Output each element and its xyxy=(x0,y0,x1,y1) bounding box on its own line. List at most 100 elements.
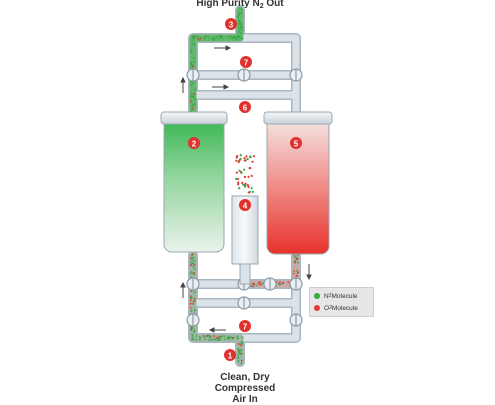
n2-molecule-dot xyxy=(231,337,234,340)
n2-molecule-icon xyxy=(314,293,320,299)
n2-molecule-dot xyxy=(190,50,193,53)
n2-molecule-dot xyxy=(192,42,195,45)
o2-molecule-dot xyxy=(237,177,240,181)
valve-icon xyxy=(186,313,200,327)
o2-molecule-dot xyxy=(244,183,247,186)
n2-molecule-dot xyxy=(194,89,196,91)
n2-molecule-dot xyxy=(191,335,194,337)
n2-molecule-dot xyxy=(190,100,193,103)
o2-molecule-dot xyxy=(199,37,202,40)
legend-o2-prefix: O xyxy=(324,304,330,312)
outlet-label-suffix: Out xyxy=(263,0,284,9)
n2-molecule-dot xyxy=(213,338,215,341)
n2-molecule-dot xyxy=(190,326,193,329)
n2-molecule-dot xyxy=(240,171,243,174)
o2-molecule-dot xyxy=(295,275,298,277)
n2-molecule-dot xyxy=(250,187,253,190)
o2-molecule-dot xyxy=(189,299,192,302)
n2-molecule-dot xyxy=(195,335,198,337)
valve-icon xyxy=(289,277,303,291)
n2-molecule-dot xyxy=(191,83,194,85)
marker-2: 2 xyxy=(188,137,200,149)
n2-molecule-dot xyxy=(191,108,194,111)
marker-7-bottom: 7 xyxy=(239,320,251,332)
n2-molecule-dot xyxy=(295,256,297,259)
n2-molecule-dot xyxy=(193,60,196,63)
n2-molecule-dot xyxy=(189,96,192,99)
n2-molecule-dot xyxy=(240,362,243,365)
n2-molecule-dot xyxy=(237,357,240,360)
o2-molecule-dot xyxy=(193,297,196,300)
o2-molecule-dot xyxy=(237,181,240,184)
n2-molecule-dot xyxy=(227,335,230,338)
n2-molecule-dot xyxy=(218,38,221,40)
n2-molecule-dot xyxy=(296,257,299,259)
o2-molecule-dot xyxy=(189,307,192,309)
n2-molecule-dot xyxy=(191,35,194,37)
n2-molecule-dot xyxy=(233,37,236,40)
o2-molecule-dot xyxy=(189,302,192,305)
o2-molecule-dot xyxy=(247,185,250,189)
o2-molecule-dot xyxy=(250,285,253,287)
n2-molecule-dot xyxy=(239,351,242,353)
o2-molecule-dot xyxy=(248,167,251,170)
n2-molecule-dot xyxy=(191,105,194,107)
n2-molecule-dot xyxy=(237,351,240,353)
n2-molecule-dot xyxy=(195,338,198,341)
n2-molecule-dot xyxy=(239,157,242,160)
o2-molecule-dot xyxy=(293,270,296,272)
arrow-up-icon xyxy=(180,76,186,93)
n2-molecule-dot xyxy=(194,98,197,100)
n2-molecule-dot xyxy=(214,338,217,341)
n2-molecule-dot xyxy=(251,190,254,193)
n2-molecule-dot xyxy=(296,272,299,275)
o2-molecule-dot xyxy=(191,65,194,68)
n2-molecule-dot xyxy=(215,36,217,39)
n2-molecule-dot xyxy=(241,336,244,339)
valve-icon xyxy=(289,313,303,327)
valve-icon xyxy=(263,277,277,291)
n2-molecule-dot xyxy=(295,269,298,272)
n2-molecule-dot xyxy=(191,333,194,336)
n2-molecule-dot xyxy=(262,282,264,285)
n2-molecule-dot xyxy=(193,37,196,39)
valve-icon xyxy=(289,68,303,82)
right-adsorption-bed xyxy=(263,111,333,255)
n2-molecule-dot xyxy=(238,349,241,351)
o2-molecule-dot xyxy=(213,335,216,337)
outlet-label-subscript: 2 xyxy=(259,3,264,10)
legend-o2-subscript: 2 xyxy=(329,305,332,311)
n2-molecule-dot xyxy=(243,168,246,171)
air-inlet-flow xyxy=(189,251,244,366)
n2-molecule-dot xyxy=(210,338,213,341)
n2-molecule-dot xyxy=(219,35,221,37)
o2-molecule-dot xyxy=(235,156,238,159)
n2-molecule-dot xyxy=(193,259,196,262)
valve-icon xyxy=(186,68,200,82)
n2-molecule-dot xyxy=(278,283,281,286)
valve-icon xyxy=(237,296,251,310)
outlet-label-prefix: High Purity N xyxy=(196,0,260,9)
n2-molecule-dot xyxy=(190,271,193,273)
n2-molecule-dot xyxy=(190,92,193,95)
o2-molecule-dot xyxy=(251,160,254,163)
marker-label: 2 xyxy=(192,140,197,149)
n2-molecule-dot xyxy=(194,309,196,312)
o2-molecule-dot xyxy=(235,171,238,174)
o2-molecule-dot xyxy=(215,336,218,339)
n2-molecule-dot xyxy=(239,25,242,28)
marker-1: 1 xyxy=(224,349,236,361)
marker-label: 7 xyxy=(244,59,249,68)
n2-molecule-dot xyxy=(238,187,241,190)
n2-molecule-dot xyxy=(208,334,211,337)
n2-molecule-dot xyxy=(194,299,197,302)
n2-molecule-dot xyxy=(191,254,193,257)
o2-molecule-dot xyxy=(243,157,246,160)
n2-molecule-dot xyxy=(237,337,240,340)
o2-molecule-dot xyxy=(197,38,200,41)
o2-molecule-dot xyxy=(240,359,243,362)
n2-molecule-dot xyxy=(190,263,193,266)
